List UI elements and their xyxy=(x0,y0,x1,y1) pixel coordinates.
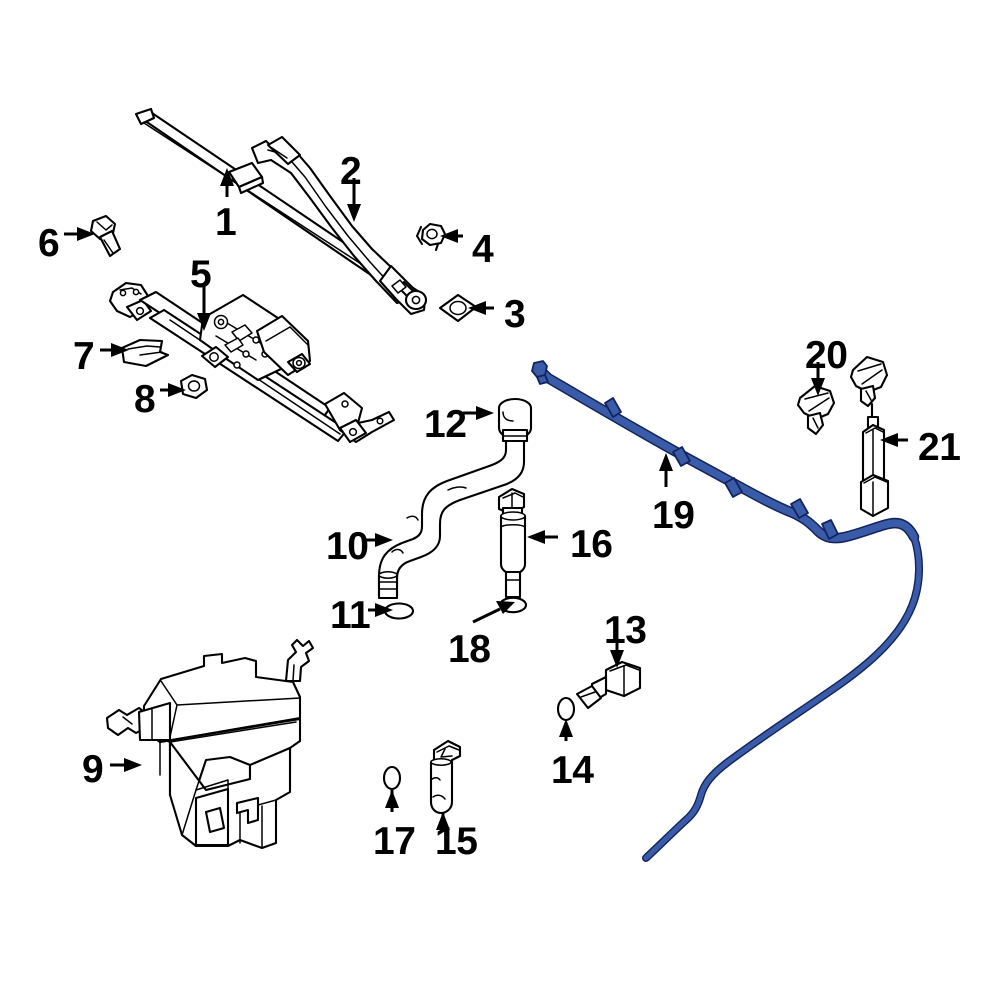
callout-number-7[interactable]: 7 xyxy=(73,335,95,378)
part-washer-nozzle-with-heater xyxy=(849,355,890,518)
callout-number-15[interactable]: 15 xyxy=(435,820,478,863)
callout-number-2[interactable]: 2 xyxy=(340,150,362,193)
part-secondary-pump-o-ring xyxy=(382,765,402,791)
part-pivot-bolt xyxy=(89,214,122,258)
callout-number-9[interactable]: 9 xyxy=(82,748,104,791)
part-pivot-nut xyxy=(179,373,209,400)
callout-number-8[interactable]: 8 xyxy=(134,378,156,421)
part-sensor-o-ring xyxy=(556,696,576,722)
callout-number-17[interactable]: 17 xyxy=(373,820,416,863)
callout-number-5[interactable]: 5 xyxy=(190,253,212,296)
callout-number-11[interactable]: 11 xyxy=(330,594,371,637)
part-washer-fluid-reservoir xyxy=(105,638,315,850)
callout-number-16[interactable]: 16 xyxy=(570,523,613,566)
callout-number-1[interactable]: 1 xyxy=(215,201,237,244)
part-washer-hose-highlighted xyxy=(531,360,924,862)
callout-number-18[interactable]: 18 xyxy=(448,628,491,671)
part-arm-nut-cover xyxy=(415,222,447,252)
callout-number-13[interactable]: 13 xyxy=(604,609,647,652)
part-reservoir-filler-neck xyxy=(497,397,533,443)
part-filler-pipe-hose xyxy=(377,439,526,600)
part-washer-pump xyxy=(497,487,527,599)
callout-number-6[interactable]: 6 xyxy=(38,222,60,265)
callout-number-19[interactable]: 19 xyxy=(652,494,695,537)
callout-number-14[interactable]: 14 xyxy=(551,749,594,792)
callout-number-10[interactable]: 10 xyxy=(326,525,369,568)
part-fluid-level-sensor xyxy=(575,660,642,710)
part-washer-nozzle-jet xyxy=(796,384,836,436)
callout-number-3[interactable]: 3 xyxy=(504,293,526,336)
part-wiper-motor-linkage-assembly xyxy=(108,281,396,444)
part-linkage-bracket-clip xyxy=(120,338,170,368)
part-wiper-arm xyxy=(250,135,428,316)
callout-number-21[interactable]: 21 xyxy=(918,426,961,469)
callout-number-12[interactable]: 12 xyxy=(424,403,467,446)
callout-leaders xyxy=(64,168,908,830)
callout-number-4[interactable]: 4 xyxy=(472,228,494,271)
callout-number-20[interactable]: 20 xyxy=(805,334,848,377)
part-secondary-washer-pump xyxy=(429,739,462,815)
